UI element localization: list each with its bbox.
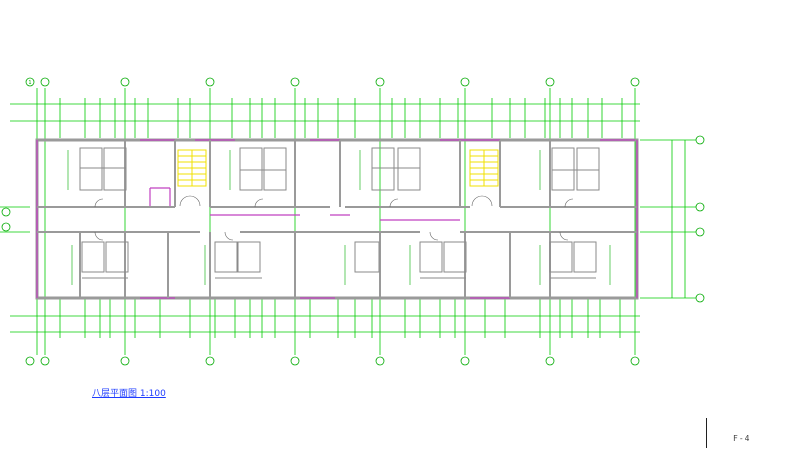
fixtures xyxy=(67,150,611,285)
svg-text:1: 1 xyxy=(28,80,31,86)
corridor-accents xyxy=(149,187,460,221)
corridor-walls xyxy=(37,206,637,233)
axis-bubble-text: 1 xyxy=(28,80,31,86)
stair-right xyxy=(469,149,499,187)
drawing-caption: 八层平面图 1:100 xyxy=(92,389,166,399)
title-block-divider xyxy=(706,418,707,448)
axis-bubbles-right xyxy=(695,135,705,303)
sheet-stamp: F-4 xyxy=(733,434,751,443)
partition-walls-top xyxy=(124,140,551,207)
exterior-walls xyxy=(35,138,639,300)
partition-walls-bottom xyxy=(79,232,551,298)
door-swings xyxy=(94,195,574,241)
stair-left xyxy=(177,149,207,187)
axis-grid xyxy=(0,88,700,355)
unit-details xyxy=(79,147,600,279)
axis-bubbles-top xyxy=(25,77,640,87)
exterior-wall-accents xyxy=(36,139,638,299)
axis-bubbles-left xyxy=(1,207,11,232)
axis-bubbles-bottom xyxy=(25,356,640,366)
